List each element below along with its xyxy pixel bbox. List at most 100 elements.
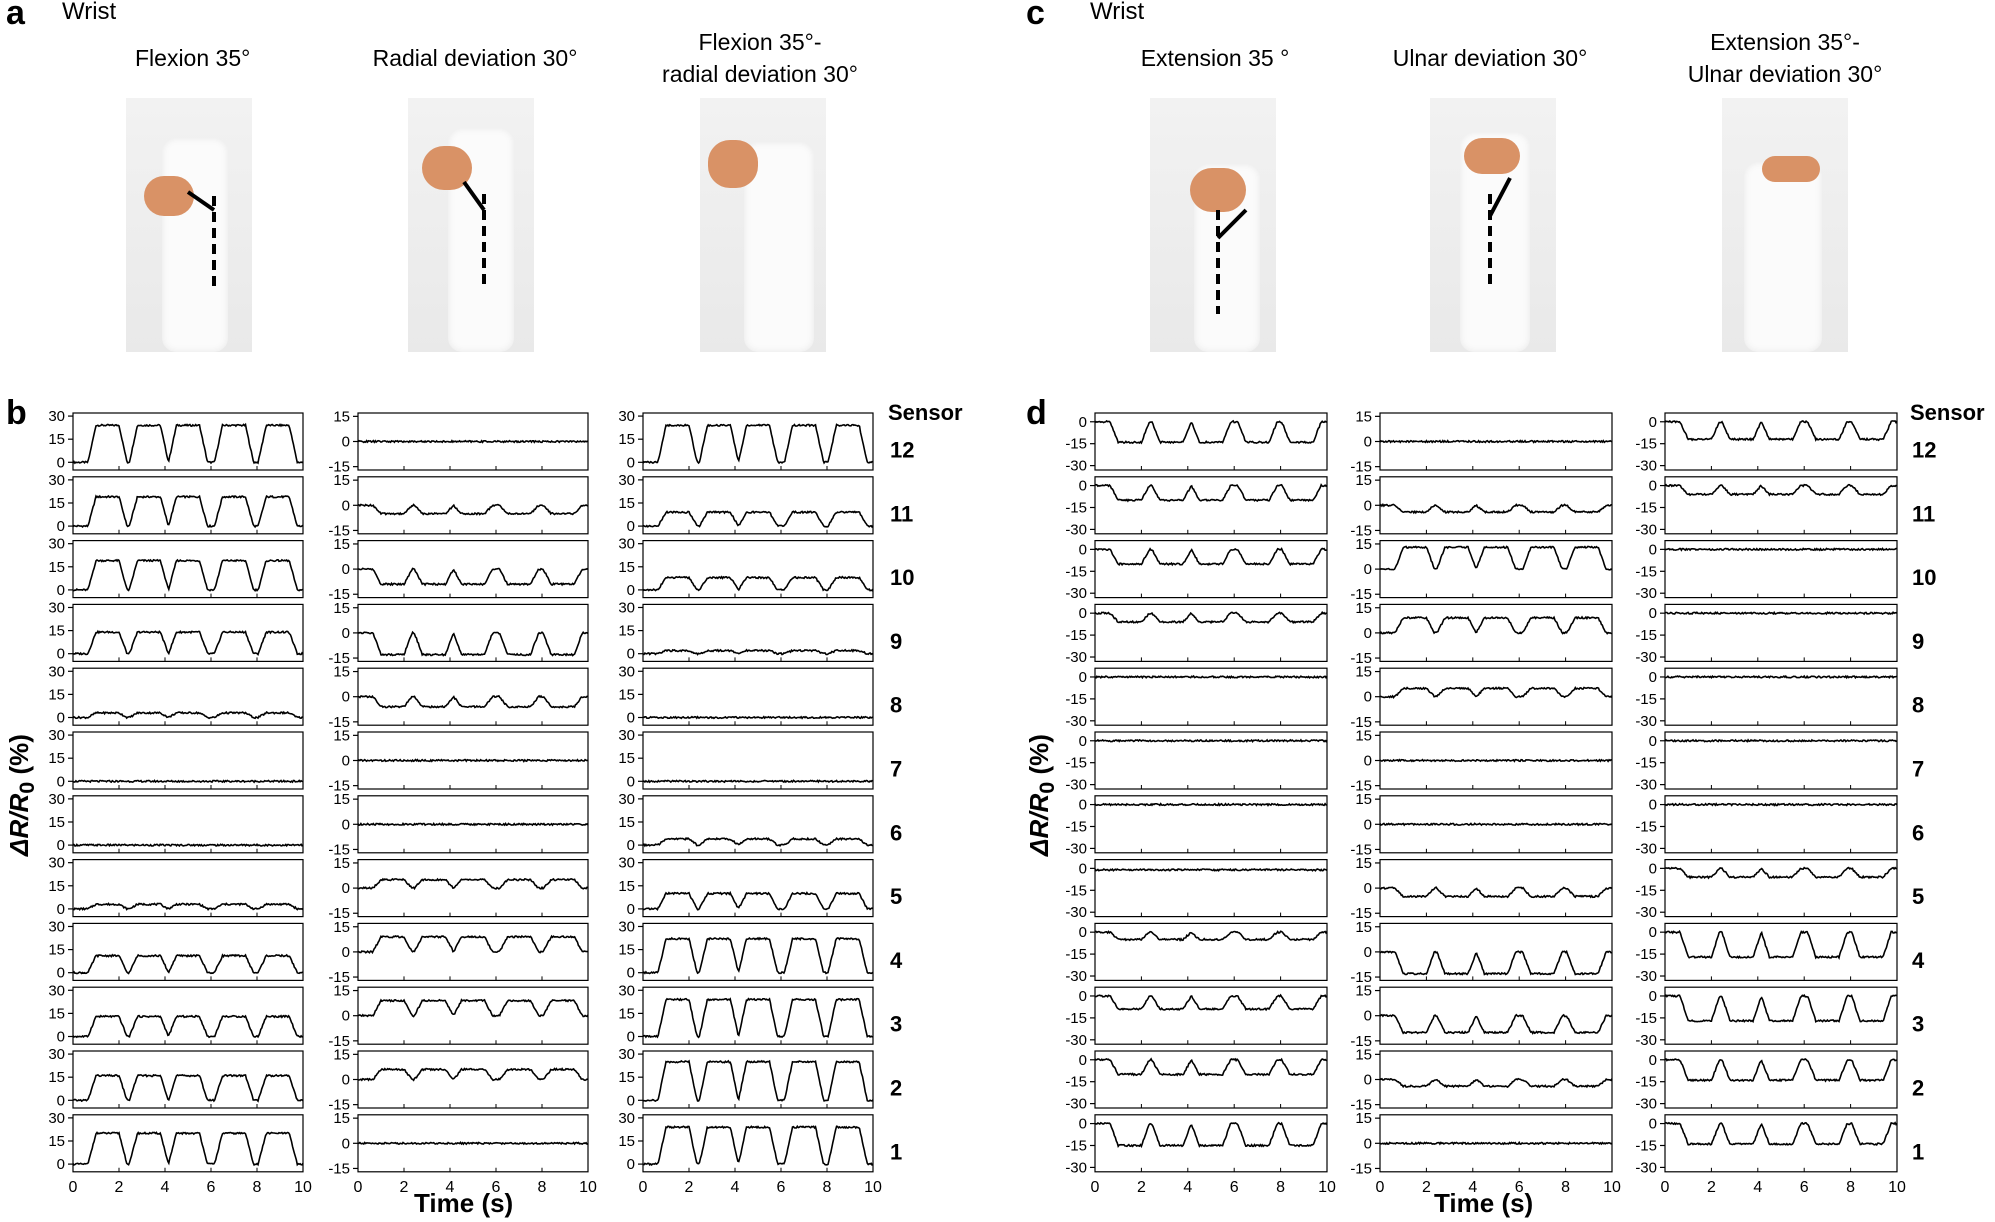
sensor-signal-line <box>1664 802 1898 807</box>
x-tick-label: 10 <box>579 1179 597 1196</box>
x-tick-label: 4 <box>446 1179 455 1196</box>
y-tick-label: 15 <box>1355 791 1372 808</box>
y-tick-label: 15 <box>618 1005 635 1022</box>
y-tick-label: -30 <box>1635 840 1657 857</box>
y-tick-label: 0 <box>1364 753 1372 770</box>
sensor-number-label: 5 <box>890 884 902 909</box>
sensor-number-label: 4 <box>1912 948 1925 973</box>
sensor-signal-line <box>1094 1121 1328 1149</box>
plot-frame <box>642 539 874 599</box>
sensor-number-label: 2 <box>1912 1076 1924 1101</box>
y-tick-label: 15 <box>618 623 635 640</box>
x-tick-label: 10 <box>864 1179 882 1196</box>
y-tick-label: 30 <box>48 1110 65 1127</box>
y-tick-label: -15 <box>328 841 350 858</box>
y-tick-label: 0 <box>342 944 350 961</box>
y-tick-label: -15 <box>1635 627 1657 644</box>
sensor-signal-line <box>1379 949 1612 976</box>
hand <box>144 176 194 216</box>
panel-label-a: a <box>6 0 25 32</box>
condition-title-flexion-radial: Flexion 35°- radial deviation 30° <box>640 26 880 90</box>
y-tick-label: 0 <box>627 1092 635 1109</box>
y-tick-label: 0 <box>1079 797 1087 814</box>
x-tick-label: 0 <box>1091 1179 1100 1196</box>
sleeve <box>162 138 228 352</box>
plot-frame <box>642 731 874 790</box>
condition-title-line: Flexion 35° <box>135 45 251 71</box>
y-tick-label: 15 <box>333 1046 350 1063</box>
y-tick-label: 0 <box>1649 478 1657 495</box>
plot-frame <box>642 858 874 918</box>
sensor-signal-line <box>642 779 874 784</box>
sensor-signal-line <box>642 575 874 592</box>
condition-title-radial-deviation: Radial deviation 30° <box>365 42 585 74</box>
sensor-signal-line <box>1664 866 1898 880</box>
plot-frame <box>1664 1114 1898 1173</box>
sensor-signal-line <box>1094 993 1328 1012</box>
sensor-signal-line <box>642 715 874 720</box>
y-tick-label: -15 <box>1350 969 1372 986</box>
y-tick-label: 15 <box>48 623 65 640</box>
plot-frame <box>357 858 589 918</box>
plot-frame <box>72 1114 304 1173</box>
y-tick-label: -30 <box>1635 713 1657 730</box>
y-tick-label: 30 <box>48 599 65 616</box>
sensor-signal-line <box>642 1059 874 1103</box>
plot-frame <box>357 539 589 599</box>
y-tick-label: 0 <box>342 561 350 578</box>
y-tick-label: -15 <box>1350 459 1372 476</box>
y-tick-label: 0 <box>1079 541 1087 558</box>
y-tick-label: 0 <box>342 880 350 897</box>
y-tick-label: 0 <box>57 709 65 726</box>
sensor-signal-line <box>1664 419 1898 442</box>
y-tick-label: 0 <box>627 837 635 854</box>
plot-frame <box>642 922 874 982</box>
sensor-signal-line <box>72 1131 304 1167</box>
y-tick-label: 0 <box>1364 880 1372 897</box>
hand <box>1762 156 1820 182</box>
sensor-signal-line <box>1094 867 1328 872</box>
plot-frame <box>642 603 874 663</box>
sensor-signal-line <box>642 510 874 529</box>
x-tick-label: 0 <box>69 1179 78 1196</box>
y-tick-label: 0 <box>1364 1008 1372 1025</box>
y-tick-label: 0 <box>57 773 65 790</box>
y-tick-label: -15 <box>1065 1010 1087 1027</box>
plot-frame <box>72 1050 304 1109</box>
sensor-number-label: 12 <box>890 438 914 463</box>
x-tick-label: 2 <box>1137 1179 1146 1196</box>
hand <box>1190 168 1246 212</box>
y-tick-label: 15 <box>48 431 65 448</box>
plot-frame <box>72 539 304 599</box>
sensor-signal-line <box>357 934 589 955</box>
y-tick-label: 0 <box>1364 944 1372 961</box>
y-tick-label: 0 <box>342 434 350 451</box>
y-tick-label: 30 <box>48 536 65 553</box>
plot-frame <box>1094 603 1328 663</box>
sensor-signal-line <box>72 710 304 720</box>
y-tick-label: -30 <box>1065 521 1087 538</box>
sensor-signal-line <box>72 779 304 784</box>
y-tick-label: 30 <box>48 1046 65 1063</box>
y-tick-label: -15 <box>1635 882 1657 899</box>
y-tick-label: 15 <box>48 814 65 831</box>
y-tick-label: 0 <box>1079 733 1087 750</box>
plot-frame <box>1379 858 1613 918</box>
hand <box>1464 138 1520 174</box>
y-tick-label: 30 <box>618 663 635 680</box>
sensor-number-label: 7 <box>1912 757 1924 782</box>
y-tick-label: 0 <box>1649 414 1657 431</box>
y-tick-label: 0 <box>57 646 65 663</box>
condition-title-ulnar-deviation: Ulnar deviation 30° <box>1370 42 1610 74</box>
sensor-signal-line <box>1379 758 1613 763</box>
y-tick-label: 0 <box>1364 497 1372 514</box>
x-tick-label: 10 <box>1603 1179 1621 1196</box>
y-tick-label: 0 <box>1079 860 1087 877</box>
sensor-signal-line <box>72 1073 304 1103</box>
x-tick-label: 2 <box>400 1179 409 1196</box>
sensor-signal-line <box>1380 886 1613 899</box>
plot-frame <box>1094 858 1328 918</box>
y-tick-label: 0 <box>1364 1135 1372 1152</box>
y-tick-label: 30 <box>48 918 65 935</box>
y-tick-label: 0 <box>627 901 635 918</box>
